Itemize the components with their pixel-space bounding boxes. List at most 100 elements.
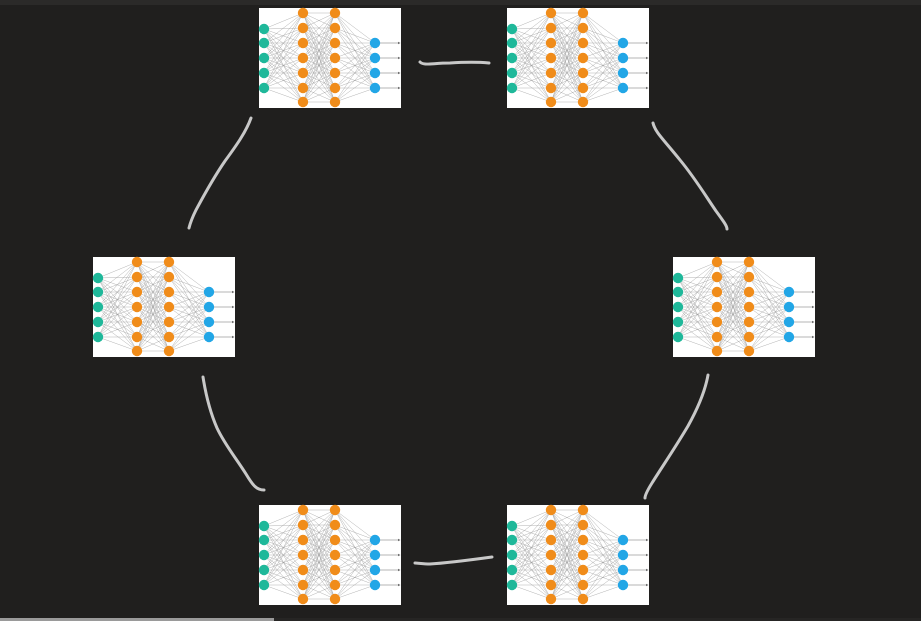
hidden-neuron (131, 331, 143, 343)
network-edge (168, 291, 210, 308)
hidden-neuron (163, 271, 175, 283)
output-neuron (617, 549, 629, 561)
window-top-edge (0, 0, 921, 5)
hidden-neuron (711, 301, 723, 313)
output-arrowhead (398, 41, 401, 45)
network-edge (550, 57, 584, 89)
network-edge (263, 525, 304, 556)
network-edge (748, 291, 790, 308)
output-neuron (369, 549, 381, 561)
input-neuron (672, 286, 684, 298)
network-edge (263, 28, 304, 89)
network-edge (511, 12, 552, 74)
network-edge (263, 12, 304, 89)
network-edges (677, 261, 790, 352)
nn-mid-right (672, 256, 815, 357)
output-neuron (783, 286, 795, 298)
output-arrowhead (646, 553, 649, 557)
network-edge (136, 291, 170, 352)
output-arrowhead (398, 583, 401, 587)
network-edge (677, 336, 718, 352)
network-edge (582, 539, 624, 571)
network-edge (302, 509, 336, 541)
network-edge (582, 27, 624, 44)
network-edge (582, 539, 624, 556)
nn-bottom-left (258, 504, 401, 605)
horizontal-scrollbar-track[interactable] (0, 618, 921, 621)
connector-nn-bottom-right-to-nn-bottom-left (413, 555, 494, 566)
network-edge (136, 276, 170, 352)
network-edge (550, 569, 584, 586)
network-edge (302, 539, 336, 600)
hidden-neuron (297, 504, 309, 516)
hidden-neuron (743, 345, 755, 357)
network-edge (263, 12, 304, 44)
network-edge (716, 306, 750, 338)
horizontal-scrollbar-thumb[interactable] (0, 618, 274, 621)
output-neuron (617, 82, 629, 94)
network-edge (582, 12, 624, 44)
hidden-neuron (329, 82, 341, 94)
hidden-neuron (329, 593, 341, 605)
network-edge (263, 569, 304, 586)
network-edge (136, 261, 170, 352)
hidden-neuron (329, 96, 341, 108)
network-edge (511, 524, 552, 586)
network-edge (302, 509, 336, 556)
network-edge (582, 42, 624, 74)
network-edge (716, 276, 750, 352)
network-edge (334, 27, 376, 44)
network-edge (168, 321, 210, 338)
output-arrowhead (398, 538, 401, 542)
network-edge (97, 277, 138, 338)
input-neuron (506, 52, 518, 64)
input-neuron (258, 67, 270, 79)
hidden-neuron (329, 519, 341, 531)
hidden-neuron (329, 22, 341, 34)
hidden-neuron (297, 22, 309, 34)
network-edge (168, 276, 210, 293)
network-edge (302, 87, 336, 103)
network-edge (334, 539, 376, 571)
input-neuron (258, 37, 270, 49)
output-arrowhead (398, 86, 401, 90)
hidden-neuron (577, 7, 589, 19)
network-edge (302, 554, 336, 600)
network-edge (748, 306, 790, 338)
network-edge (677, 261, 718, 323)
network-edge (582, 42, 624, 103)
network-edge (302, 57, 336, 89)
hidden-neuron (545, 579, 557, 591)
network-edge (334, 569, 376, 586)
network-edge (511, 539, 552, 586)
network-edge (511, 509, 552, 541)
network-edge (677, 306, 718, 338)
network-edge (550, 509, 584, 586)
network-edge (334, 12, 376, 44)
network-edge (97, 276, 138, 338)
hidden-neuron (297, 534, 309, 546)
network-edge (168, 291, 210, 338)
network-edge (550, 12, 584, 103)
hidden-neuron (545, 593, 557, 605)
hidden-neuron (577, 67, 589, 79)
network-edge (582, 72, 624, 103)
hidden-neuron (329, 37, 341, 49)
network-edge (334, 554, 376, 586)
network-edge (168, 261, 210, 293)
hidden-neuron (577, 593, 589, 605)
network-edge (302, 509, 336, 571)
output-neuron (369, 534, 381, 546)
network-edge (136, 321, 170, 338)
network-edge (334, 524, 376, 541)
network-edge (550, 72, 584, 103)
network-edge (511, 28, 552, 89)
network-edge (716, 261, 750, 338)
network-edge (263, 27, 304, 30)
network-edge (136, 261, 170, 323)
network-edge (97, 336, 138, 352)
input-neuron (258, 564, 270, 576)
hidden-neuron (545, 549, 557, 561)
network-edge (136, 261, 170, 278)
network-edges (263, 509, 376, 600)
